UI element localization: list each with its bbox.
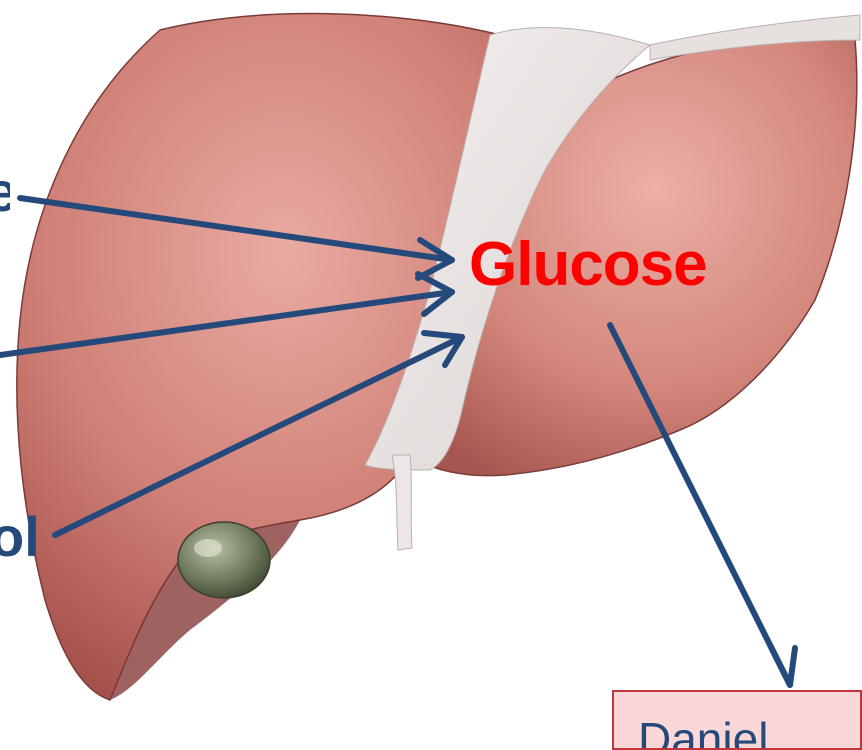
left-label-3: ol xyxy=(0,509,38,565)
round-ligament xyxy=(392,455,412,550)
diagram-canvas: e ol Glucose Daniel xyxy=(0,0,862,730)
output-box: Daniel xyxy=(612,690,862,750)
output-label: Daniel xyxy=(638,716,768,750)
gallbladder-highlight xyxy=(194,539,222,557)
left-label-1: e xyxy=(0,164,10,220)
liver-illustration xyxy=(0,0,862,730)
center-label: Glucose xyxy=(469,234,707,296)
arrow-out-head xyxy=(770,645,795,685)
gallbladder-icon xyxy=(178,522,270,598)
